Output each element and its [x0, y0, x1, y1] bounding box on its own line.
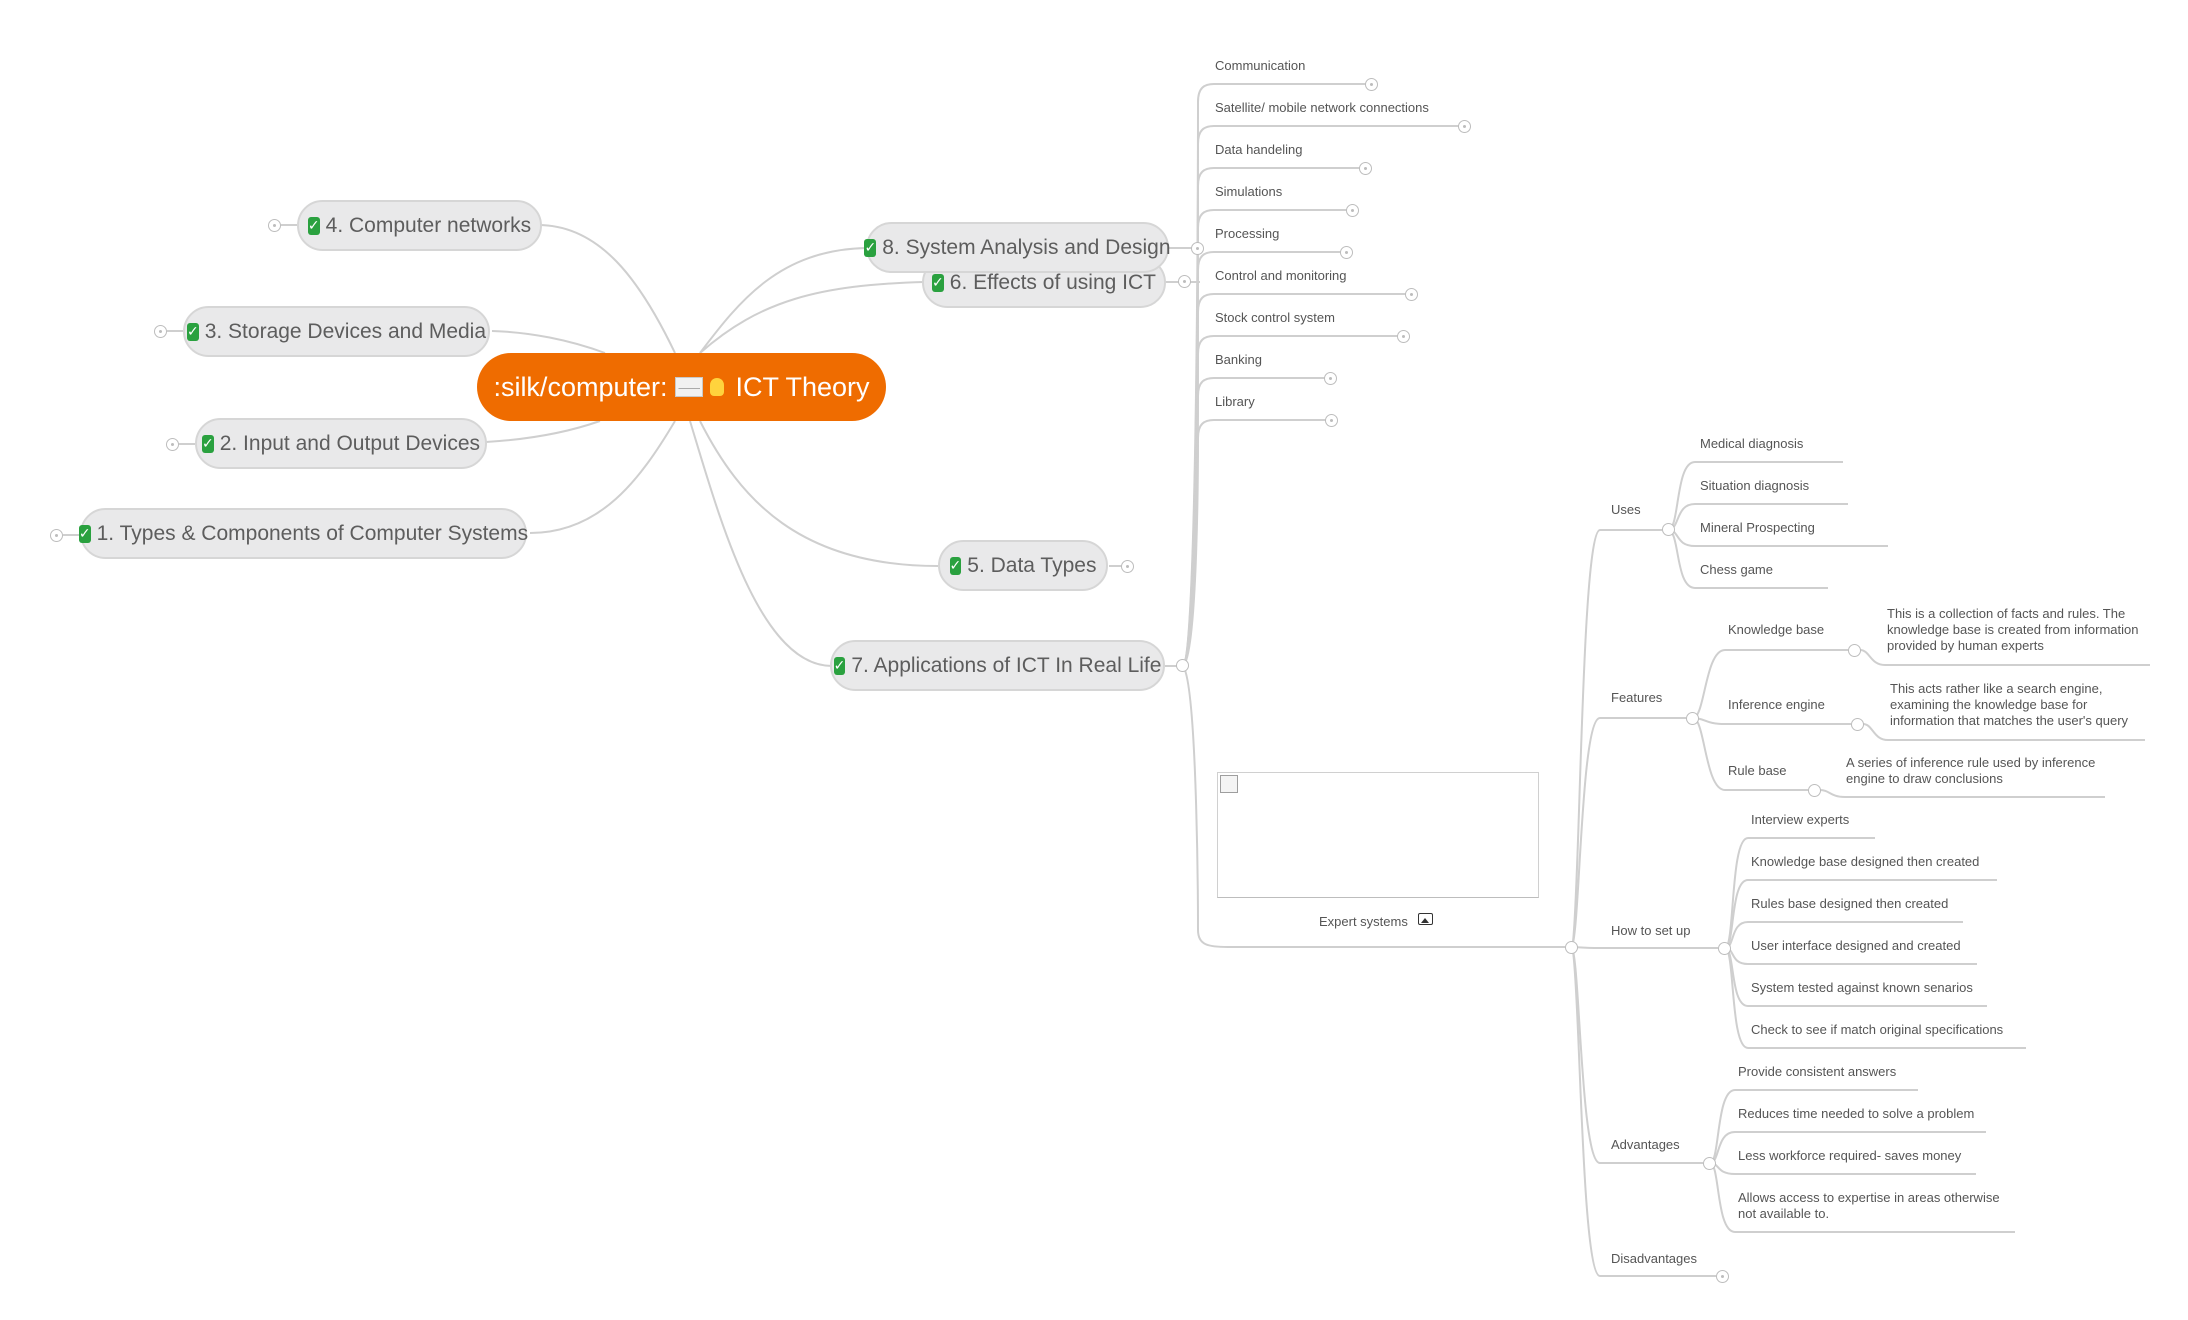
branch-types-components[interactable]: ✓ 1. Types & Components of Computer Syste…	[78, 508, 529, 559]
advantages-label: Advantages	[1611, 1137, 1680, 1152]
expert-systems-image[interactable]	[1217, 772, 1539, 898]
checkbox-icon: ✓	[201, 434, 214, 453]
collapse-toggle[interactable]	[1848, 644, 1861, 657]
uses-label: Uses	[1611, 502, 1641, 517]
expand-toggle[interactable]	[1405, 288, 1418, 301]
use-item: Chess game	[1700, 562, 1773, 577]
expert-systems-label: Expert systems	[1319, 914, 1408, 929]
application-item: Library	[1215, 394, 1255, 409]
use-item: Mineral Prospecting	[1700, 520, 1815, 535]
checkbox-icon: ✓	[78, 524, 91, 543]
expand-toggle[interactable]	[1346, 204, 1359, 217]
expand-toggle[interactable]	[1340, 246, 1353, 259]
checkbox-icon: ✓	[949, 556, 962, 575]
branch-applications[interactable]: ✓ 7. Applications of ICT In Real Life	[830, 640, 1165, 691]
expand-toggle[interactable]	[1365, 78, 1378, 91]
expand-toggle[interactable]	[1359, 162, 1372, 175]
inference-engine-label: Inference engine	[1728, 697, 1825, 712]
root-title: ICT Theory	[735, 371, 870, 402]
application-item: Banking	[1215, 352, 1262, 367]
setup-label: How to set up	[1611, 923, 1691, 938]
root-label: :silk/computer:	[493, 371, 668, 402]
application-item: Simulations	[1215, 184, 1283, 199]
advantage-item: Provide consistent answers	[1738, 1064, 1897, 1079]
expand-toggle[interactable]	[166, 438, 179, 451]
collapse-toggle[interactable]	[1565, 941, 1578, 954]
expand-toggle[interactable]	[1397, 330, 1410, 343]
knowledge-base-label: Knowledge base	[1728, 622, 1825, 637]
expand-toggle[interactable]	[1458, 120, 1471, 133]
checkbox-icon: ✓	[932, 273, 944, 292]
inference-engine-desc: This acts rather like a search engine, e…	[1890, 681, 2129, 728]
rule-base-label: Rule base	[1728, 763, 1787, 778]
branch-label: 3. Storage Devices and Media	[204, 319, 487, 343]
use-item: Situation diagnosis	[1700, 478, 1810, 493]
checkbox-icon: ✓	[307, 216, 320, 235]
expand-toggle[interactable]	[1178, 275, 1191, 288]
collapse-toggle[interactable]	[1703, 1157, 1716, 1170]
branch-label: 6. Effects of using ICT	[949, 270, 1156, 294]
collapse-toggle[interactable]	[1718, 942, 1731, 955]
setup-item: Check to see if match original specifica…	[1751, 1022, 2004, 1037]
advantage-item: Reduces time needed to solve a problem	[1738, 1106, 1975, 1121]
application-item: Processing	[1215, 226, 1280, 241]
checkbox-icon: ✓	[833, 656, 846, 675]
knowledge-base-desc: This is a collection of facts and rules.…	[1887, 606, 2139, 653]
rule-base-desc: A series of inference rule used by infer…	[1846, 755, 2096, 786]
setup-item: System tested against known senarios	[1751, 980, 1973, 995]
checkbox-icon: ✓	[186, 322, 199, 341]
setup-item: Rules base designed then created	[1751, 896, 1949, 911]
lightbulb-icon	[709, 378, 724, 396]
branch-system-analysis[interactable]: ✓ 8. System Analysis and Design	[864, 222, 1171, 273]
branch-label: 8. System Analysis and Design	[882, 235, 1171, 259]
collapse-toggle[interactable]	[1662, 523, 1675, 536]
disadvantages-label: Disadvantages	[1611, 1251, 1697, 1266]
branch-label: 5. Data Types	[967, 553, 1097, 577]
branch-computer-networks[interactable]: ✓ 4. Computer networks	[297, 200, 542, 251]
expand-toggle[interactable]	[268, 219, 281, 232]
branch-label: 2. Input and Output Devices	[219, 431, 481, 455]
advantage-item: Allows access to expertise in areas othe…	[1738, 1190, 2000, 1221]
collapse-toggle[interactable]	[1851, 718, 1864, 731]
collapse-toggle[interactable]	[1686, 712, 1699, 725]
branch-label: 4. Computer networks	[325, 213, 532, 237]
expand-toggle[interactable]	[1191, 242, 1204, 255]
branch-storage-devices[interactable]: ✓ 3. Storage Devices and Media	[183, 306, 490, 357]
branch-data-types[interactable]: ✓ 5. Data Types	[938, 540, 1108, 591]
branch-input-output[interactable]: ✓ 2. Input and Output Devices	[195, 418, 487, 469]
broken-image-icon	[1220, 775, 1238, 793]
setup-item: Knowledge base designed then created	[1751, 854, 1980, 869]
use-item: Medical diagnosis	[1700, 436, 1804, 451]
application-item: Satellite/ mobile network connections	[1215, 100, 1429, 115]
application-item: Data handeling	[1215, 142, 1303, 157]
expand-toggle[interactable]	[1121, 560, 1134, 573]
checkbox-icon: ✓	[864, 238, 877, 257]
features-label: Features	[1611, 690, 1663, 705]
application-item: Communication	[1215, 58, 1306, 73]
expand-toggle[interactable]	[1716, 1270, 1729, 1283]
root-topic[interactable]: :silk/computer: ICT Theory	[477, 353, 886, 421]
expand-toggle[interactable]	[1324, 372, 1337, 385]
envelope-icon	[674, 377, 703, 397]
branch-label: 7. Applications of ICT In Real Life	[851, 653, 1162, 677]
expand-toggle[interactable]	[50, 529, 63, 542]
image-icon[interactable]	[1418, 913, 1433, 925]
branch-label: 1. Types & Components of Computer System…	[96, 521, 529, 545]
advantage-item: Less workforce required- saves money	[1738, 1148, 1962, 1163]
application-item: Control and monitoring	[1215, 268, 1347, 283]
expand-toggle[interactable]	[154, 325, 167, 338]
expand-toggle[interactable]	[1325, 414, 1338, 427]
setup-item: Interview experts	[1751, 812, 1850, 827]
collapse-toggle[interactable]	[1808, 784, 1821, 797]
application-item: Stock control system	[1215, 310, 1335, 325]
setup-item: User interface designed and created	[1751, 938, 1961, 953]
collapse-toggle[interactable]	[1176, 659, 1189, 672]
